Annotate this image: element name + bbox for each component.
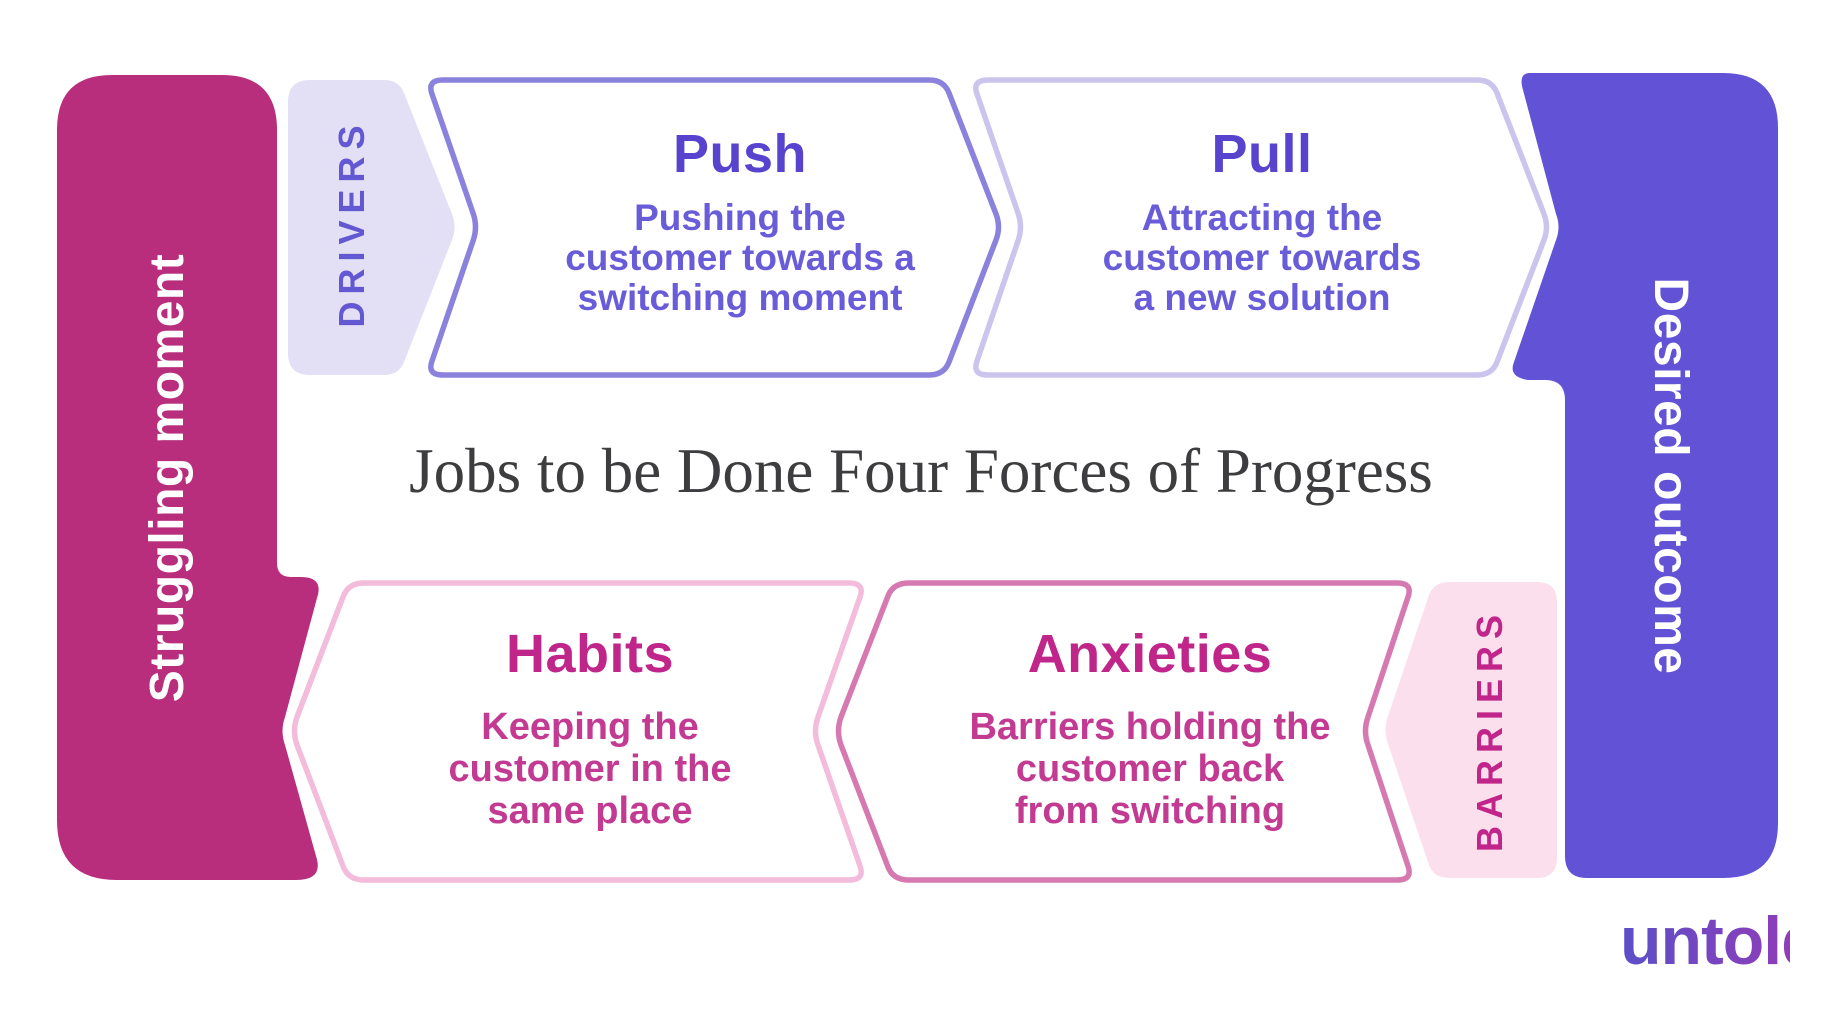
habits-description: Keeping the customer in the same place bbox=[330, 706, 850, 832]
desired-outcome-label: Desired outcome bbox=[1644, 277, 1698, 675]
push-line-3: switching moment bbox=[577, 277, 903, 318]
anxieties-line-3: from switching bbox=[1014, 790, 1286, 832]
habits-line-2: customer in the bbox=[448, 748, 732, 790]
desired-outcome-banner-shape bbox=[1512, 73, 1778, 878]
habits-heading: Habits bbox=[505, 624, 675, 684]
anxieties-description: Barriers holding the customer back from … bbox=[890, 706, 1410, 832]
barriers-label: BARRIERS bbox=[1469, 608, 1510, 853]
struggling-moment-banner-shape bbox=[57, 75, 319, 880]
barriers-chevron-shape bbox=[1385, 582, 1557, 878]
drivers-chevron-shape bbox=[288, 80, 455, 375]
push-line-2: customer towards a bbox=[565, 237, 915, 278]
push-force: Push Pushing the customer towards a swit… bbox=[478, 124, 1002, 318]
anxieties-force: Anxieties Barriers holding the customer … bbox=[890, 624, 1410, 832]
pull-chevron-shape bbox=[973, 77, 1550, 378]
anxieties-line-1: Barriers holding the bbox=[969, 706, 1331, 748]
habits-line-3: same place bbox=[487, 790, 693, 832]
habits-chevron-shape bbox=[291, 580, 864, 883]
anxieties-chevron-shape bbox=[835, 580, 1412, 883]
push-chevron-shape bbox=[428, 77, 1002, 378]
habits-force: Habits Keeping the customer in the same … bbox=[330, 624, 850, 832]
pull-line-2: customer towards bbox=[1102, 237, 1422, 278]
anxieties-heading: Anxieties bbox=[1027, 624, 1273, 684]
pull-force: Pull Attracting the customer towards a n… bbox=[1012, 124, 1512, 318]
anxieties-line-2: customer back bbox=[1015, 748, 1285, 790]
pull-description: Attracting the customer towards a new so… bbox=[1012, 198, 1512, 318]
habits-line-1: Keeping the bbox=[481, 706, 699, 748]
pull-line-3: a new solution bbox=[1133, 277, 1391, 318]
drivers-label: DRIVERS bbox=[331, 118, 372, 328]
diagram-title: Jobs to be Done Four Forces of Progress bbox=[409, 436, 1433, 506]
struggling-moment-label: Struggling moment bbox=[140, 253, 194, 703]
pull-heading: Pull bbox=[1211, 124, 1313, 184]
push-heading: Push bbox=[672, 124, 808, 184]
untold-logo: untold bbox=[1620, 903, 1823, 979]
pull-line-1: Attracting the bbox=[1141, 197, 1383, 238]
push-line-1: Pushing the bbox=[634, 197, 846, 238]
push-description: Pushing the customer towards a switching… bbox=[478, 198, 1002, 318]
